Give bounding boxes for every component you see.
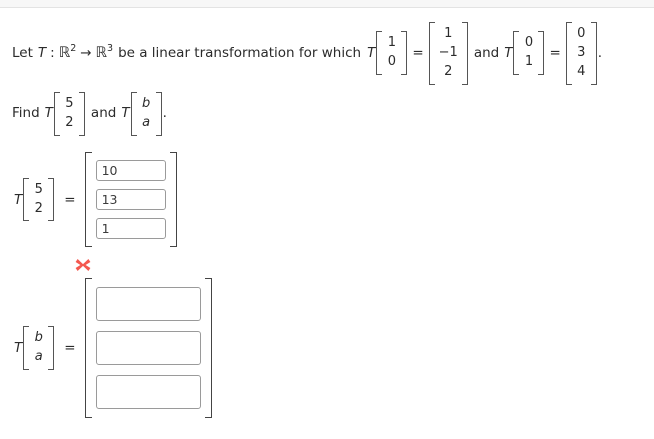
answer-2-input-vector: b a bbox=[23, 326, 55, 370]
instruction-operator: T bbox=[44, 105, 53, 122]
answer-block-2: T b a = bbox=[14, 278, 212, 418]
given-1-input-vector: 1 0 bbox=[376, 31, 408, 76]
arrow-icon: → bbox=[80, 44, 92, 61]
vector-entry: a bbox=[142, 114, 151, 130]
vector-entry: 2 bbox=[65, 114, 74, 130]
vector-entry: 0 bbox=[524, 35, 534, 51]
answer-block-1: T 5 2 = bbox=[14, 152, 177, 247]
instruction-conjunction: and bbox=[90, 105, 117, 122]
answer-2-input-row-2[interactable] bbox=[95, 331, 201, 365]
bracket-left bbox=[130, 92, 137, 136]
instruction-second-operator: T bbox=[121, 105, 130, 122]
bracket-right bbox=[204, 278, 212, 418]
bracket-right bbox=[169, 152, 177, 247]
answer-1-input-vector: 5 2 bbox=[23, 177, 55, 222]
answer-1-lead: T 5 2 bbox=[14, 177, 55, 222]
bracket-left bbox=[565, 22, 572, 85]
given-2-equals: = bbox=[549, 44, 561, 61]
vector-entry: b bbox=[141, 96, 151, 111]
vector-entry: −1 bbox=[438, 44, 458, 60]
vector-entry: 2 bbox=[444, 63, 453, 79]
bracket-right bbox=[78, 92, 85, 136]
bracket-right bbox=[48, 177, 55, 222]
bracket-right bbox=[48, 326, 55, 370]
answer-1-input-row-3[interactable] bbox=[95, 218, 166, 239]
vector-entry: 0 bbox=[387, 54, 396, 70]
domain-R2: ℝ2 bbox=[58, 43, 77, 62]
vector-entry: 3 bbox=[577, 44, 586, 60]
bracket-left bbox=[23, 326, 30, 370]
given-2-output-vector: 0 3 4 bbox=[565, 22, 597, 85]
codomain-R3: ℝ3 bbox=[95, 43, 114, 62]
colon: : bbox=[50, 44, 55, 61]
vector-entry: 4 bbox=[577, 63, 586, 79]
instruction-first-vector: 5 2 bbox=[53, 92, 85, 136]
answer-1-operator: T bbox=[14, 191, 23, 208]
bracket-left bbox=[376, 31, 383, 76]
answer-2-equals: = bbox=[64, 340, 76, 356]
problem-period: . bbox=[597, 44, 603, 61]
bracket-left bbox=[53, 92, 60, 136]
find-text: Find bbox=[12, 105, 40, 122]
given-1-output-vector: 1 −1 2 bbox=[428, 22, 468, 85]
top-strip bbox=[0, 0, 654, 8]
problem-statement: Let T : ℝ2 → ℝ3 be a linear transformati… bbox=[12, 22, 602, 85]
vector-entry: 1 bbox=[387, 35, 396, 51]
transform-symbol-T: T bbox=[37, 44, 47, 61]
vector-entry: 5 bbox=[34, 181, 43, 197]
answer-1-input-row-1[interactable] bbox=[95, 160, 166, 181]
bracket-left bbox=[84, 152, 92, 247]
vector-entry: 1 bbox=[524, 54, 534, 70]
given-conjunction: and bbox=[473, 44, 500, 61]
bracket-right bbox=[461, 22, 468, 85]
vector-entry: a bbox=[34, 349, 43, 364]
bracket-left bbox=[513, 31, 520, 76]
vector-entry: 1 bbox=[444, 26, 453, 41]
given-1-operator: T bbox=[367, 44, 376, 61]
answer-2-operator: T bbox=[14, 340, 23, 356]
instruction-line: Find T 5 2 and T b a . bbox=[12, 92, 167, 136]
vector-entry: 2 bbox=[34, 200, 43, 216]
answer-2-vector-field-group bbox=[84, 278, 212, 418]
problem-lead-text: Let bbox=[12, 44, 33, 61]
given-2-operator: T bbox=[504, 44, 513, 61]
instruction-period: . bbox=[162, 105, 167, 122]
answer-1-equals: = bbox=[64, 191, 76, 208]
vector-entry: 0 bbox=[577, 26, 586, 41]
x-mark-icon bbox=[74, 256, 92, 274]
bracket-left bbox=[428, 22, 435, 85]
bracket-right bbox=[590, 22, 597, 85]
vector-entry: 5 bbox=[65, 96, 74, 111]
answer-1-input-row-2[interactable] bbox=[95, 189, 166, 210]
answer-2-input-row-1[interactable] bbox=[95, 287, 201, 321]
bracket-left bbox=[23, 177, 30, 222]
problem-middle-text: be a linear transformation for which bbox=[118, 44, 362, 61]
answer-2-lead: T b a bbox=[14, 326, 55, 370]
vector-entry: b bbox=[34, 330, 43, 346]
answer-1-vector-field-group bbox=[84, 152, 177, 247]
bracket-right bbox=[401, 31, 408, 76]
bracket-right bbox=[155, 92, 162, 136]
answer-2-input-row-3[interactable] bbox=[95, 375, 201, 409]
instruction-second-vector: b a bbox=[130, 92, 162, 136]
bracket-left bbox=[84, 278, 92, 418]
given-1-equals: = bbox=[412, 44, 424, 61]
given-2-input-vector: 0 1 bbox=[513, 31, 545, 76]
bracket-right bbox=[538, 31, 545, 76]
